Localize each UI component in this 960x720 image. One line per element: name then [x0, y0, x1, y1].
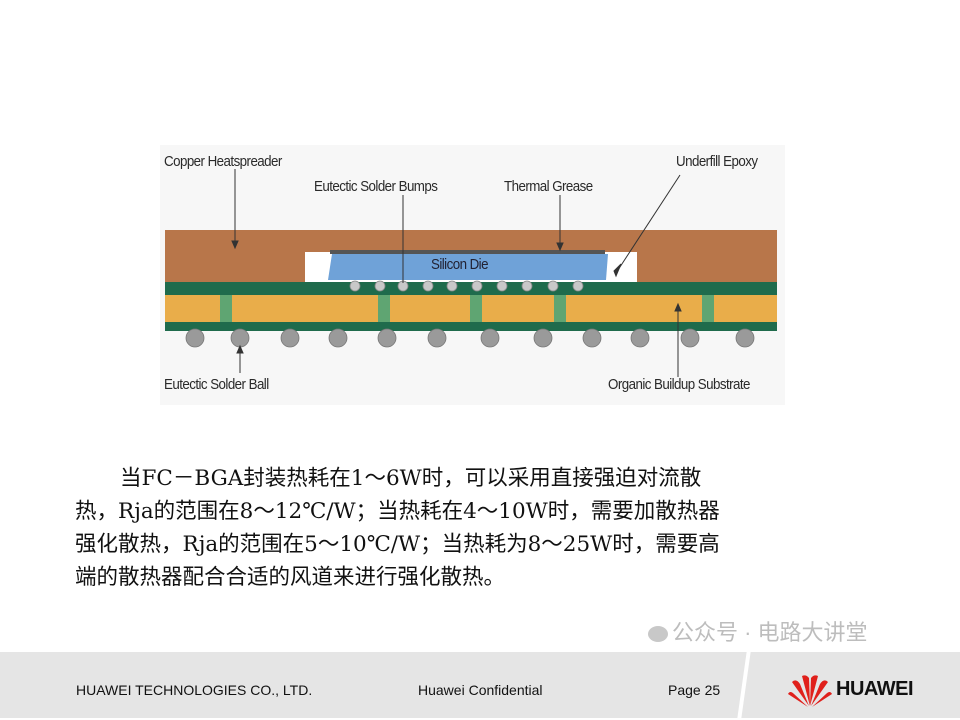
- body-line: 端的散热器配合合适的风道来进行强化散热。: [75, 565, 506, 590]
- body-line: 当FC－BGA封装热耗在1～6W时，可以采用直接强迫对流散: [120, 466, 702, 491]
- solder-bumps: [349, 280, 584, 292]
- label-eutectic-solder-ball: Eutectic Solder Ball: [164, 377, 269, 393]
- footer-page-number: Page 25: [668, 682, 721, 698]
- huawei-logo-icon: [788, 675, 832, 707]
- solder-balls: [185, 328, 755, 348]
- wechat-icon: [648, 626, 668, 643]
- fc-bga-cross-section-diagram: Copper Heatspreader Eutectic Solder Bump…: [160, 145, 785, 405]
- footer-company: HUAWEI TECHNOLOGIES CO., LTD.: [76, 682, 313, 698]
- watermark-text: 公众号 · 电路大讲堂: [672, 620, 868, 645]
- vias: [220, 295, 714, 322]
- diagram-graphic: [165, 169, 777, 377]
- leader-lines: [231, 169, 682, 377]
- label-copper-heatspreader: Copper Heatspreader: [164, 154, 282, 170]
- label-organic-buildup-substrate: Organic Buildup Substrate: [608, 377, 750, 393]
- huawei-logo-text: HUAWEI: [836, 678, 914, 700]
- body-paragraph: 当FC－BGA封装热耗在1～6W时，可以采用直接强迫对流散 热，Rja的范围在8…: [75, 462, 845, 594]
- body-line: 强化散热，Rja的范围在5～10℃/W；当热耗为8～25W时，需要高: [75, 532, 720, 557]
- label-underfill-epoxy: Underfill Epoxy: [676, 154, 758, 170]
- footer-confidential: Huawei Confidential: [418, 682, 543, 698]
- watermark: 公众号 · 电路大讲堂: [648, 619, 868, 647]
- silicon-die: [328, 254, 608, 280]
- thermal-grease: [330, 250, 605, 254]
- top-buildup-layer: [165, 282, 777, 295]
- body-line: 热，Rja的范围在8～12℃/W；当热耗在4～10W时，需要加散热器: [75, 499, 720, 524]
- label-silicon-die: Silicon Die: [431, 257, 489, 273]
- bottom-buildup-layer: [165, 322, 777, 331]
- footer: HUAWEI TECHNOLOGIES CO., LTD. Huawei Con…: [0, 652, 960, 718]
- label-eutectic-solder-bumps: Eutectic Solder Bumps: [314, 179, 438, 195]
- label-thermal-grease: Thermal Grease: [504, 179, 593, 195]
